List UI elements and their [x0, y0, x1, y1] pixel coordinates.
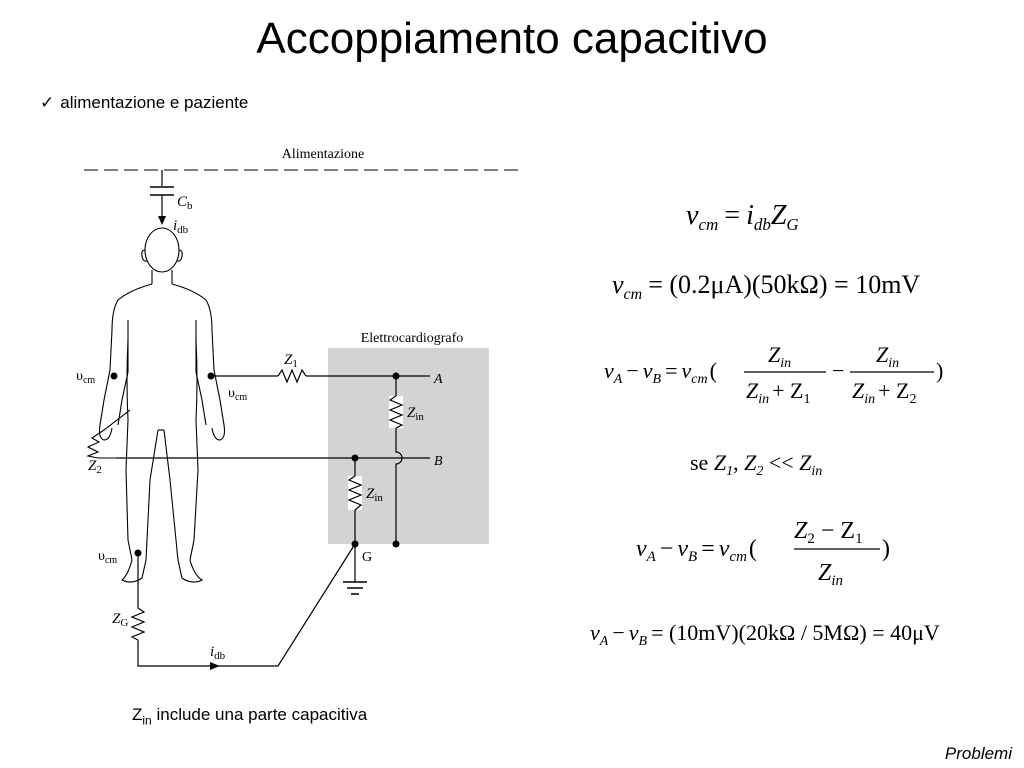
svg-text:): ): [936, 358, 943, 383]
node-a-label: A: [433, 372, 443, 387]
idb-arrow-icon: [158, 216, 166, 225]
caption: Zin include una parte capacitiva: [132, 705, 368, 728]
zin-a-label: Zin: [407, 405, 424, 423]
equation-4: vA−vB=vcm( Z2 − Z1 Zin ): [636, 518, 890, 589]
equation-5: vA−vB= (10mV)(20kΩ / 5MΩ) = 40μV: [590, 620, 940, 649]
condition-text: se Z1, Z2 << Zin: [690, 450, 822, 479]
supply-label: Alimentazione: [282, 147, 364, 162]
svg-text:Z2 − Z1: Z2 − Z1: [794, 518, 863, 547]
svg-text:Zin+ Z1: Zin+ Z1: [746, 378, 811, 407]
svg-text:vA−vB=vcm(: vA−vB=vcm(: [636, 536, 757, 565]
zg-label: ZG: [112, 611, 128, 629]
bullet-text: alimentazione e paziente: [60, 93, 249, 112]
svg-text:): ): [882, 536, 890, 562]
svg-text:−: −: [832, 358, 844, 383]
zin-b-resistor-icon: [347, 475, 363, 511]
z2-resistor-icon: [86, 409, 131, 459]
zin-a-resistor-icon: [388, 395, 404, 429]
human-body-figure: [98, 227, 226, 583]
idb-label-bottom: idb: [210, 644, 226, 662]
vcm-label-leg: υcm: [98, 549, 117, 566]
cb-label: Cb: [177, 194, 193, 212]
z2-label: Z2: [88, 458, 102, 476]
equation-1: vcm=idbZG: [686, 200, 799, 234]
idb-label-top: idb: [173, 218, 189, 236]
svg-text:Zin: Zin: [768, 342, 791, 371]
node-b-label: B: [434, 454, 443, 469]
zg-resistor-icon: [130, 607, 146, 641]
footer-link[interactable]: Problemi: [944, 744, 1012, 763]
node-a-bottom-dot: [392, 540, 400, 548]
svg-text:Zin: Zin: [818, 560, 843, 589]
ecg-box: [328, 348, 489, 544]
equation-2: vcm= (0.2μA)(50kΩ) = 10mV: [612, 270, 920, 303]
zin-b-label: Zin: [366, 486, 383, 504]
checkmark-icon: ✓: [40, 93, 55, 112]
ground-return-wire: [137, 543, 356, 667]
bullet-item: ✓ alimentazione e paziente: [40, 93, 248, 113]
idb-bottom-arrow-icon: [210, 662, 220, 670]
equation-3: vA−vB=vcm( Zin Zin+ Z1 − Zin Zin+ Z2 ): [604, 342, 943, 407]
electrode-right-arm: [110, 372, 118, 380]
z1-resistor-icon: [277, 368, 307, 384]
svg-text:vA−vB=vcm(: vA−vB=vcm(: [604, 358, 717, 387]
svg-text:Zin+ Z2: Zin+ Z2: [852, 378, 917, 407]
node-g-label: G: [362, 550, 372, 565]
svg-text:Zin: Zin: [876, 342, 899, 371]
ecg-label: Elettrocardiografo: [361, 331, 464, 346]
vcm-label-left: υcm: [76, 369, 95, 386]
vcm-label-right: υcm: [228, 386, 247, 403]
z1-label: Z1: [284, 352, 298, 370]
slide-title: Accoppiamento capacitivo: [256, 14, 768, 63]
